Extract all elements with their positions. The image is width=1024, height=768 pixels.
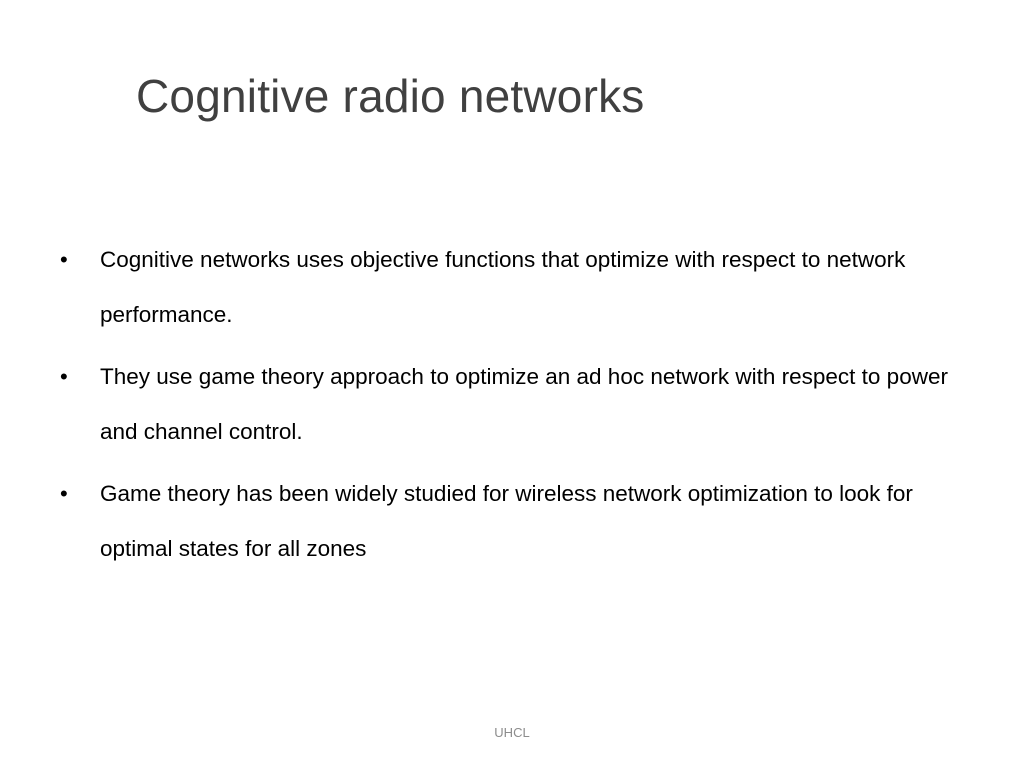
bullet-dot-icon: • [60, 364, 68, 389]
bullet-text: Cognitive networks uses objective functi… [100, 247, 906, 327]
slide-title: Cognitive radio networks [136, 70, 645, 122]
bullet-dot-icon: • [60, 247, 68, 272]
bullet-item: • They use game theory approach to optim… [56, 349, 986, 459]
slide-footer: UHCL [494, 725, 530, 740]
bullet-list: • Cognitive networks uses objective func… [56, 232, 986, 583]
bullet-dot-icon: • [60, 481, 68, 506]
bullet-text: Game theory has been widely studied for … [100, 481, 913, 561]
bullet-item: • Cognitive networks uses objective func… [56, 232, 986, 342]
bullet-text: They use game theory approach to optimiz… [100, 364, 948, 444]
bullet-item: • Game theory has been widely studied fo… [56, 466, 986, 576]
